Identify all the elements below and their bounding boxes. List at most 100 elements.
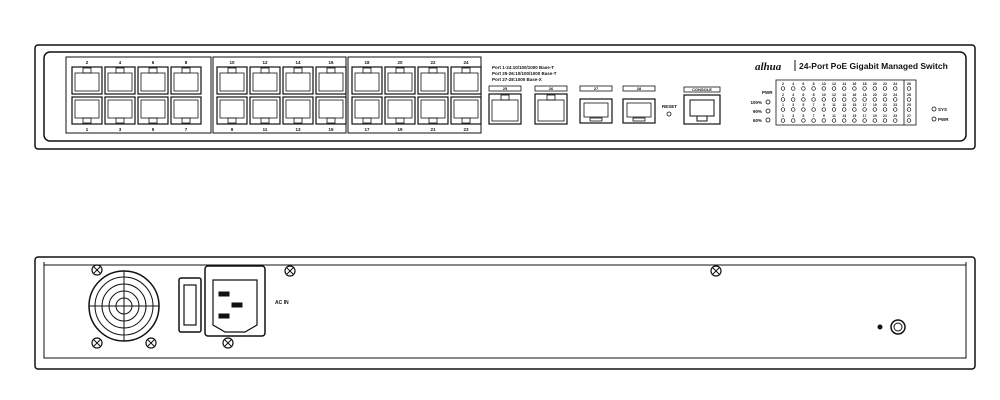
rj45-port[interactable] bbox=[315, 96, 347, 125]
rj45-port[interactable] bbox=[315, 66, 347, 95]
port-outline bbox=[104, 96, 136, 125]
led-indicator bbox=[842, 118, 847, 123]
led-port-number: 2 bbox=[782, 82, 784, 86]
led-port-number: 10 bbox=[822, 82, 826, 86]
port-number-label: 15 bbox=[328, 127, 334, 132]
led-indicator bbox=[852, 118, 857, 123]
led-port-number: 4 bbox=[792, 82, 794, 86]
screw-icon bbox=[91, 337, 103, 349]
rj45-port[interactable] bbox=[216, 66, 248, 95]
led-port-number: 23 bbox=[893, 114, 897, 118]
port-latch bbox=[395, 67, 405, 74]
reset-label: RESET bbox=[662, 104, 677, 109]
rj45-port[interactable] bbox=[417, 96, 449, 125]
port-latch bbox=[148, 67, 158, 74]
rj45-port[interactable] bbox=[384, 66, 416, 95]
led-port-number: 15 bbox=[852, 103, 856, 107]
rj45-port[interactable] bbox=[137, 96, 169, 125]
port-number-label: 9 bbox=[231, 127, 234, 132]
rj45-port[interactable] bbox=[170, 96, 202, 125]
rj45-port[interactable] bbox=[216, 96, 248, 125]
ac-power-socket[interactable] bbox=[204, 265, 266, 337]
led-indicator bbox=[765, 117, 771, 123]
console-port[interactable] bbox=[683, 94, 721, 125]
port-outline bbox=[450, 66, 482, 95]
port-number-label: 13 bbox=[295, 127, 301, 132]
power-switch[interactable] bbox=[178, 277, 202, 333]
port-latch bbox=[461, 117, 471, 124]
port-outline bbox=[315, 66, 347, 95]
rj45-port[interactable] bbox=[71, 96, 103, 125]
led-indicator bbox=[862, 97, 867, 102]
port-number-label: 6 bbox=[152, 60, 155, 65]
port-latch bbox=[293, 67, 303, 74]
led-port-number: 17 bbox=[863, 103, 867, 107]
uplink-label-box bbox=[534, 85, 568, 92]
rj45-port[interactable] bbox=[104, 96, 136, 125]
led-indicator bbox=[882, 107, 888, 112]
port-latch bbox=[181, 67, 191, 74]
uplink-label-box bbox=[488, 85, 522, 92]
rj45-port[interactable] bbox=[282, 66, 314, 95]
led-port-number: 20 bbox=[873, 82, 877, 86]
port-number-label: 14 bbox=[295, 60, 301, 65]
led-indicator bbox=[780, 97, 786, 102]
led-port-number: 7 bbox=[813, 114, 815, 118]
port-latch bbox=[115, 67, 125, 74]
rj45-port[interactable] bbox=[137, 66, 169, 95]
port-latch bbox=[428, 117, 438, 124]
port-latch bbox=[293, 117, 303, 124]
led-port-number: 11 bbox=[832, 103, 836, 107]
led-port-number: 24 bbox=[893, 93, 897, 97]
port-number-label: 16 bbox=[328, 60, 334, 65]
rj45-port[interactable] bbox=[71, 66, 103, 95]
led-port-number: 10 bbox=[822, 93, 826, 97]
port-latch bbox=[362, 117, 372, 124]
port-outline bbox=[282, 96, 314, 125]
led-port-number: 2 bbox=[782, 93, 784, 97]
sfp-port[interactable] bbox=[622, 98, 656, 124]
port-socket bbox=[74, 99, 100, 119]
rj45-port[interactable] bbox=[351, 66, 383, 95]
screw-icon bbox=[222, 337, 234, 349]
rj45-port[interactable] bbox=[450, 66, 482, 95]
led-indicator bbox=[831, 107, 837, 112]
rj45-port[interactable] bbox=[384, 96, 416, 125]
port-number-label: 17 bbox=[364, 127, 370, 132]
rj45-port[interactable] bbox=[249, 96, 281, 125]
rj45-port[interactable] bbox=[249, 66, 281, 95]
led-port-number: 9 bbox=[823, 114, 825, 118]
led-port-number: 21 bbox=[883, 103, 887, 107]
rj45-port[interactable] bbox=[104, 66, 136, 95]
port-latch bbox=[260, 67, 270, 74]
led-indicator bbox=[765, 108, 771, 114]
uplink-label-box bbox=[579, 85, 613, 92]
fan-icon bbox=[88, 270, 160, 342]
screw-head bbox=[91, 337, 103, 349]
rj45-port[interactable] bbox=[417, 66, 449, 95]
rj45-port[interactable] bbox=[282, 96, 314, 125]
rj45-port[interactable] bbox=[534, 93, 568, 125]
rj45-port[interactable] bbox=[450, 96, 482, 125]
pwr-level-leds: 100%90%60% bbox=[750, 99, 771, 123]
led-port-number: 22 bbox=[883, 93, 887, 97]
screw-icon bbox=[91, 264, 103, 276]
rj45-port[interactable] bbox=[351, 96, 383, 125]
rj45-port[interactable] bbox=[170, 66, 202, 95]
led-port-number: 5 bbox=[802, 103, 804, 107]
port-latch bbox=[428, 67, 438, 74]
led-port-number: 25 bbox=[907, 103, 911, 107]
led-indicator bbox=[852, 86, 857, 91]
led-indicator bbox=[906, 118, 912, 123]
led-indicator bbox=[882, 118, 888, 123]
led-indicator bbox=[893, 86, 898, 91]
front-panel: 214365871091211141316151817201922212423 … bbox=[34, 44, 976, 150]
led-port-number: 13 bbox=[842, 114, 846, 118]
reset-button[interactable] bbox=[666, 111, 672, 117]
port-outline bbox=[249, 66, 281, 95]
led-indicator bbox=[801, 86, 806, 91]
port-latch bbox=[362, 67, 372, 74]
rj45-port[interactable] bbox=[488, 93, 522, 125]
sfp-port[interactable] bbox=[579, 98, 613, 124]
